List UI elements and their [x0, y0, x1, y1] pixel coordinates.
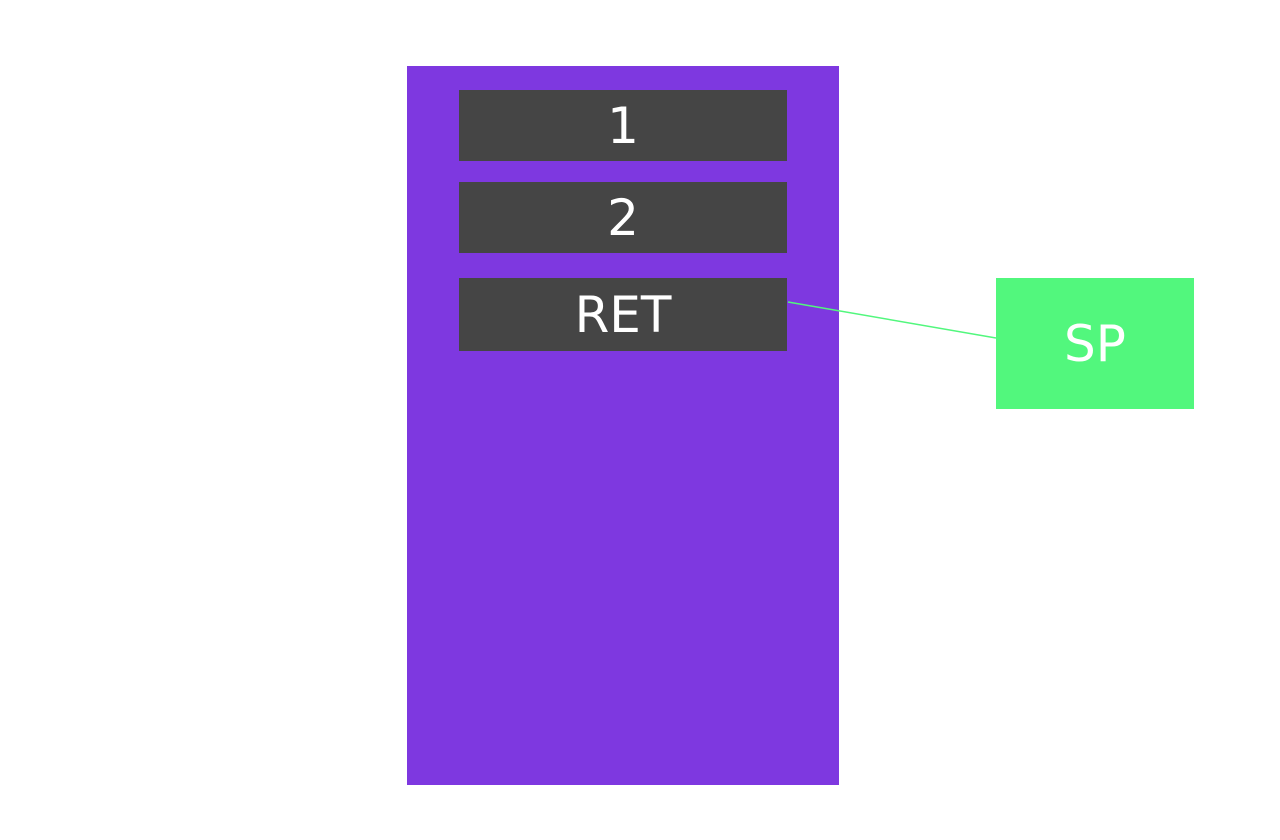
- stack-slot-label: 2: [607, 188, 639, 247]
- stack-slot-1: 1: [459, 90, 787, 161]
- stack-slot-2: 2: [459, 182, 787, 253]
- stack-slot-label: RET: [574, 285, 672, 344]
- stack-slot-label: 1: [607, 96, 639, 155]
- stack-pointer-box: SP: [996, 278, 1194, 409]
- stack-slot-ret: RET: [459, 278, 787, 351]
- stack-frame: 1 2 RET: [407, 66, 839, 785]
- stack-pointer-label: SP: [1064, 314, 1126, 373]
